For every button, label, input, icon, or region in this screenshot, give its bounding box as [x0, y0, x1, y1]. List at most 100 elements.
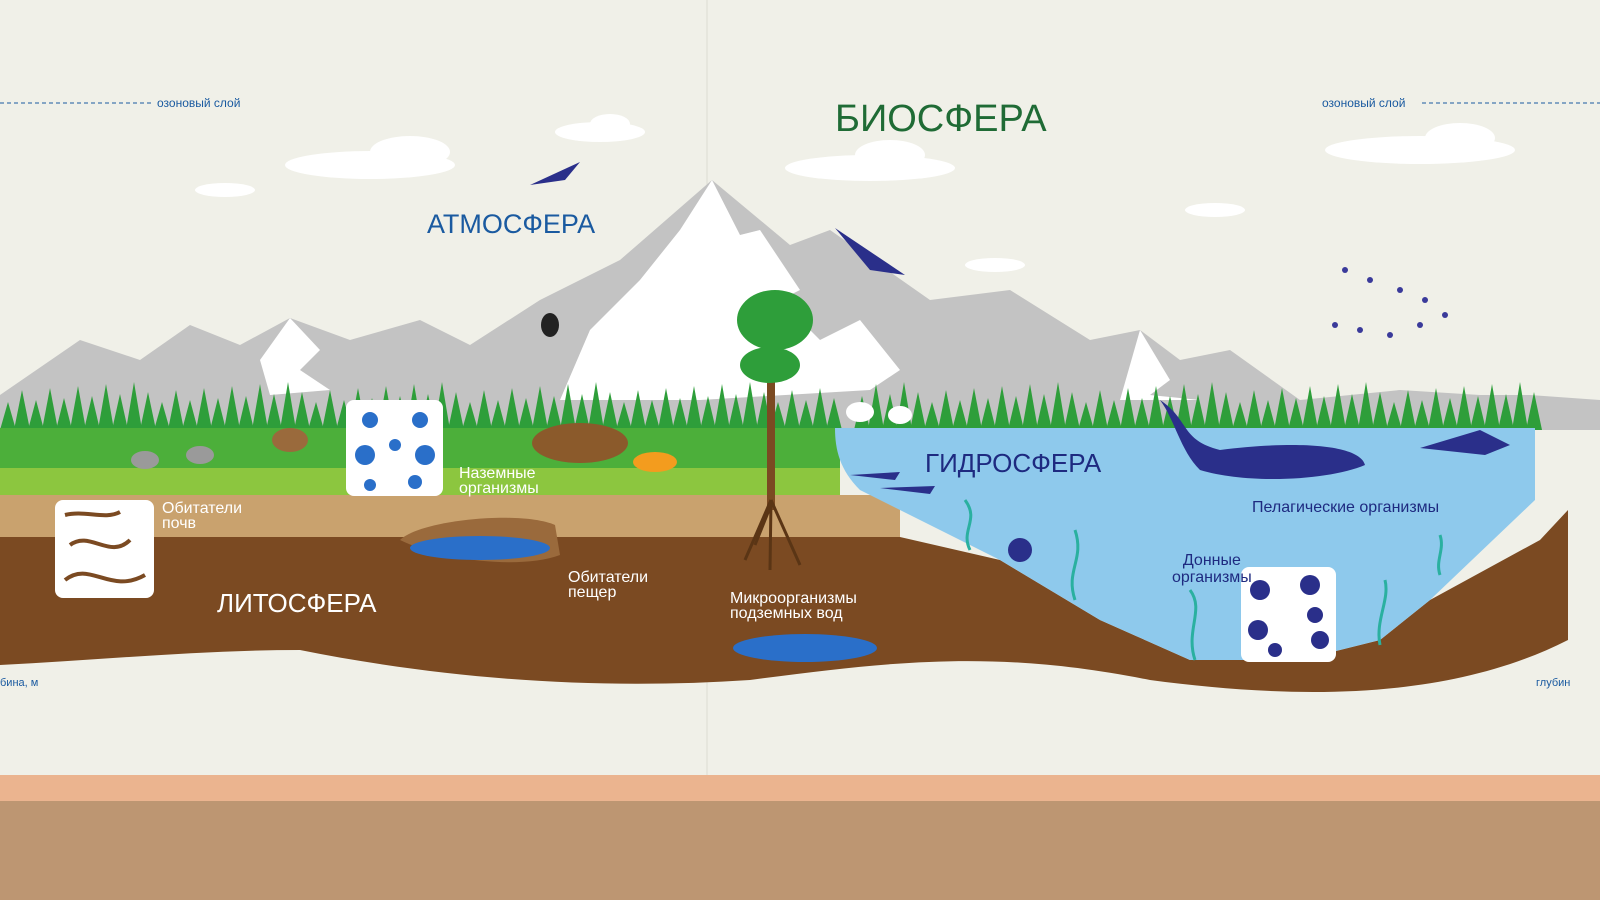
pine-tree	[980, 398, 996, 430]
label-line: организмы	[1172, 569, 1252, 586]
pine-tree	[56, 398, 72, 430]
swan-icon	[846, 402, 874, 422]
pine-tree	[532, 386, 548, 430]
animals-blue	[530, 162, 1510, 562]
depth-label-left: бина, м	[0, 677, 39, 689]
pine-tree	[210, 398, 226, 430]
pine-tree	[196, 388, 212, 430]
depth-label-right: глубин	[1536, 677, 1571, 689]
pine-tree	[168, 390, 184, 430]
shark-icon	[1420, 430, 1510, 455]
label-line: Обитатели	[568, 569, 649, 586]
label-line: пещер	[568, 584, 617, 601]
groundwater	[733, 634, 877, 662]
pine-tree	[924, 402, 940, 430]
label-line: подземных вод	[730, 605, 843, 622]
pine-tree	[322, 390, 338, 430]
pine-tree	[574, 394, 590, 430]
pine-tree	[154, 402, 170, 430]
pine-tree	[1232, 402, 1248, 430]
clouds	[195, 114, 1515, 272]
pine-tree	[280, 382, 296, 430]
land-animals	[131, 313, 912, 472]
label-line: Наземные	[459, 465, 536, 482]
pine-tree	[616, 402, 632, 430]
pine-tree	[238, 396, 254, 430]
label-line: организмы	[459, 480, 539, 497]
forest	[0, 382, 1542, 430]
pine-tree	[1302, 386, 1318, 430]
pelagic-label: Пелагические организмы	[1252, 499, 1440, 516]
pine-tree	[266, 394, 282, 430]
page-title: БИОСФЕРА	[835, 98, 1047, 140]
pine-tree	[1456, 386, 1472, 430]
pine-tree	[1050, 382, 1066, 430]
pine-tree	[476, 390, 492, 430]
worms-icons	[63, 510, 146, 584]
pine-tree	[504, 388, 520, 430]
lithosphere-label: ЛИТОСФЕРА	[217, 588, 377, 618]
octopus-icon	[1008, 538, 1032, 562]
pine-tree	[1400, 390, 1416, 430]
pine-tree	[1176, 384, 1192, 430]
tree	[737, 290, 813, 571]
pine-tree	[1442, 398, 1458, 430]
insects-icons	[355, 412, 435, 491]
hydrosphere-label: ГИДРОСФЕРА	[925, 448, 1102, 478]
pine-tree	[1386, 402, 1402, 430]
pine-tree	[112, 394, 128, 430]
pine-tree	[1022, 384, 1038, 430]
pine-tree	[1246, 390, 1262, 430]
pine-tree	[952, 400, 968, 430]
pine-tree	[462, 402, 478, 430]
pine-tree	[126, 382, 142, 430]
pine-tree	[42, 388, 58, 430]
pine-tree	[1120, 388, 1136, 430]
pine-tree	[518, 398, 534, 430]
whale-icon	[1160, 400, 1365, 480]
deer-icon	[272, 428, 308, 452]
pine-tree	[560, 384, 576, 430]
pine-tree	[700, 396, 716, 430]
pine-tree	[1008, 396, 1024, 430]
pine-tree	[602, 392, 618, 430]
pine-tree	[308, 402, 324, 430]
pine-tree	[784, 390, 800, 430]
pine-tree	[1036, 394, 1052, 430]
pine-tree	[1358, 382, 1374, 430]
pine-tree	[1470, 396, 1486, 430]
pine-tree	[224, 386, 240, 430]
pine-tree	[1526, 392, 1542, 430]
seaweed	[963, 499, 1443, 661]
pine-tree	[728, 394, 744, 430]
lower-band-tan	[0, 801, 1600, 900]
label-line: почв	[162, 515, 197, 532]
pine-tree	[1316, 396, 1332, 430]
pine-tree	[1148, 386, 1164, 430]
pine-tree	[1260, 400, 1276, 430]
pine-tree	[182, 400, 198, 430]
lower-band-peach	[0, 775, 1600, 801]
pine-tree	[1414, 400, 1430, 430]
cave-water	[410, 536, 550, 560]
pine-tree	[448, 392, 464, 430]
pine-tree	[0, 402, 16, 430]
pine-tree	[910, 392, 926, 430]
pine-tree	[1204, 382, 1220, 430]
benthic-icons	[1248, 575, 1329, 657]
eagle-large-icon	[835, 228, 905, 275]
pine-tree	[546, 396, 562, 430]
pine-tree	[966, 388, 982, 430]
pine-tree	[826, 398, 842, 430]
label-line: Микроорганизмы	[730, 590, 857, 607]
pine-tree	[994, 386, 1010, 430]
ibex-icon	[541, 313, 559, 337]
pine-tree	[14, 390, 30, 430]
hare-icon	[131, 451, 159, 469]
pine-tree	[1288, 398, 1304, 430]
pine-tree	[1106, 400, 1122, 430]
